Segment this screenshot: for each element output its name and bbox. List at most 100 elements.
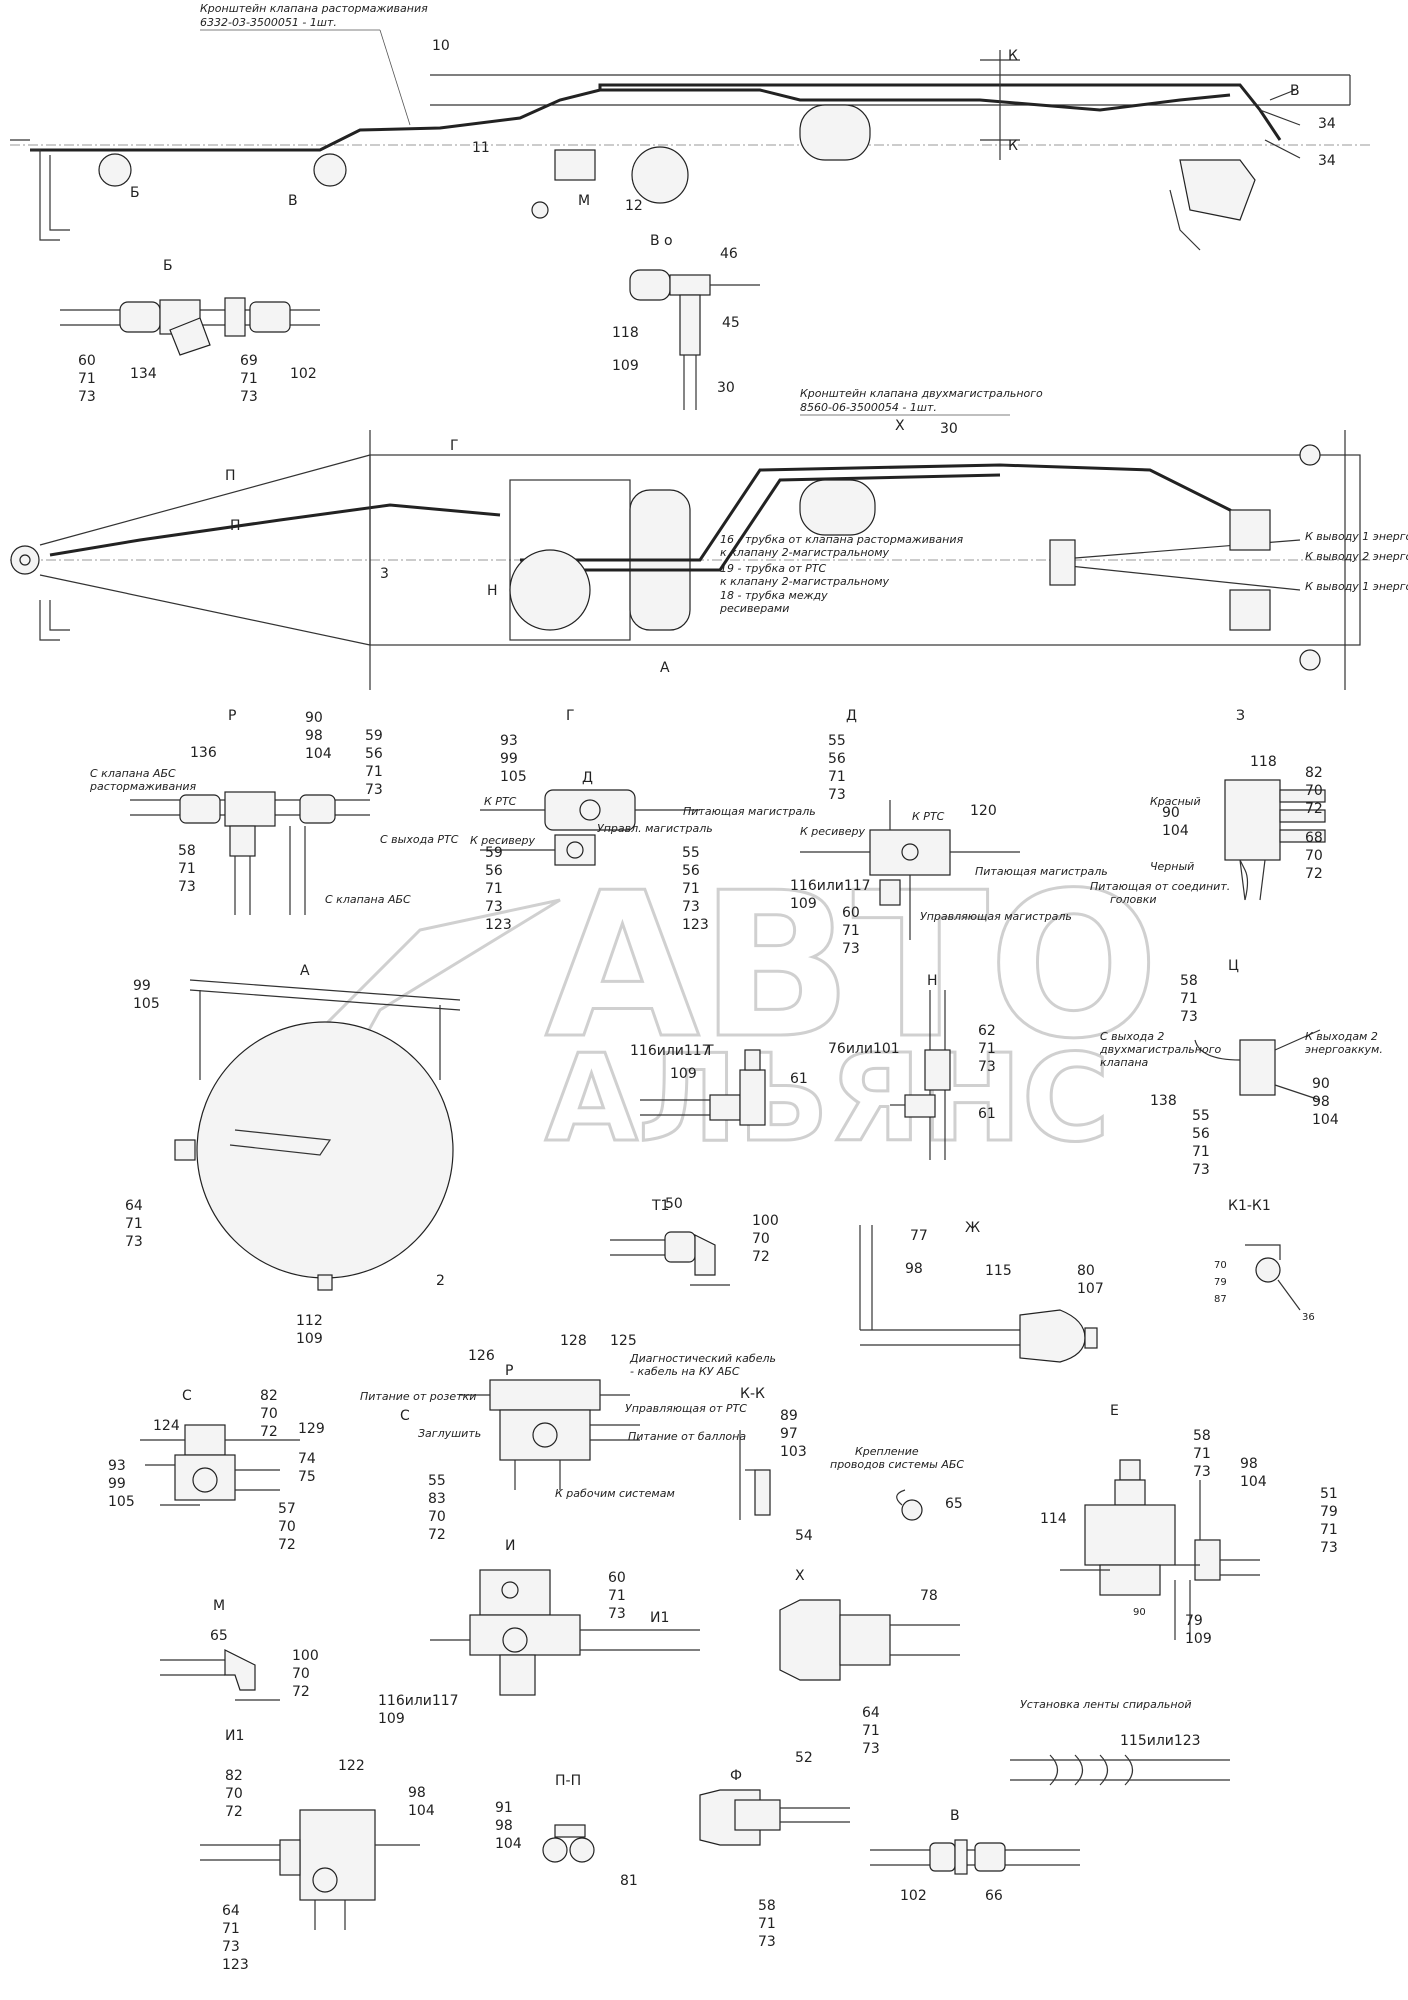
view-t1-drawing	[610, 1231, 730, 1286]
ts-label-58: 58	[1180, 973, 1198, 989]
r-label-73: 73	[365, 782, 383, 798]
g-label-71b: 71	[682, 881, 700, 897]
ts-label-73b: 73	[1192, 1162, 1210, 1178]
i1-label-73: 73	[222, 1939, 240, 1955]
d-label-56: 56	[828, 751, 846, 767]
view-n-drawing	[890, 990, 951, 1160]
i1-label-104: 104	[408, 1803, 435, 1819]
d-label-73: 73	[828, 787, 846, 803]
r2-plug: Заглушить	[418, 1427, 481, 1440]
vo-label-109: 109	[612, 358, 639, 374]
a-label-2: 2	[436, 1273, 445, 1289]
r-label-71: 71	[365, 764, 383, 780]
t1-label-72: 72	[752, 1249, 770, 1265]
r-label-59: 59	[365, 728, 383, 744]
abs-wires-note-b: проводов системы АБС	[830, 1458, 964, 1471]
view-k1k1-caption: К1-К1	[1228, 1198, 1271, 1214]
watermark: АВТО АЛЬЯНС	[246, 849, 1160, 1171]
view-v-arrow: В	[1290, 83, 1300, 99]
d-label-60: 60	[842, 905, 860, 921]
g-to-receiver: К ресиверу	[470, 834, 535, 847]
zh-label-115: 115	[985, 1263, 1012, 1279]
view-g-drawing	[480, 789, 700, 866]
i1-label-71: 71	[222, 1921, 240, 1937]
s-label-57: 57	[278, 1501, 296, 1517]
r2-label-128: 128	[560, 1333, 587, 1349]
t1-label-100: 100	[752, 1213, 779, 1229]
view-i1-caption: И1	[225, 1728, 244, 1744]
view-e-drawing	[1060, 1459, 1260, 1640]
abs-label-65: 65	[945, 1496, 963, 1512]
g-label-123b: 123	[682, 917, 709, 933]
r-label-71b: 71	[178, 861, 196, 877]
pp-label-81: 81	[620, 1873, 638, 1889]
d-supply: Питающая магистраль	[975, 865, 1108, 878]
plan-view-p-2: П	[230, 518, 241, 534]
view-kh-caption: Х	[795, 1568, 805, 1584]
zh-label-80: 80	[1077, 1263, 1095, 1279]
label-34-a: 34	[1318, 116, 1336, 132]
e-label-58: 58	[1193, 1428, 1211, 1444]
to-output1-note: К выводу 1 энергоаккум.	[1305, 530, 1408, 543]
d-label-73b: 73	[842, 941, 860, 957]
e-label-104: 104	[1240, 1474, 1267, 1490]
f-label-73: 73	[758, 1934, 776, 1950]
d-control: Управляющая магистраль	[920, 910, 1072, 923]
g-control: Управл. магистраль	[597, 822, 713, 835]
r-from-abs-b: растормаживания	[89, 780, 197, 793]
e-label-51: 51	[1320, 1486, 1338, 1502]
to-output2-note: К выводу 2 энергоаккум.	[1305, 550, 1408, 563]
e-label-98: 98	[1240, 1456, 1258, 1472]
view-i-drawing	[430, 1569, 700, 1696]
d-label-55: 55	[828, 733, 846, 749]
n-label-76: 76или101	[828, 1041, 900, 1057]
view-ts-caption: Ц	[1228, 958, 1239, 974]
d-label-116: 116или117	[790, 878, 871, 894]
b-label-71: 71	[78, 371, 96, 387]
v-label-102: 102	[900, 1888, 927, 1904]
view-b-drawing	[60, 297, 320, 356]
e-label-79: 79	[1320, 1504, 1338, 1520]
g-to-rts: К РТС	[484, 795, 517, 808]
r-from-rts: С выхода РТС	[380, 833, 459, 846]
m-label-72: 72	[292, 1684, 310, 1700]
ts-to: К выходам 2	[1305, 1030, 1378, 1043]
view-kk-caption: К-К	[740, 1386, 765, 1402]
t-label-109: 109	[670, 1066, 697, 1082]
ts-label-71: 71	[1180, 991, 1198, 1007]
r-label-104: 104	[305, 746, 332, 762]
r-label-73b: 73	[178, 879, 196, 895]
ts-label-71b: 71	[1192, 1144, 1210, 1160]
g-label-73b: 73	[682, 899, 700, 915]
b-label-71b: 71	[240, 371, 258, 387]
g-supply: Питающая магистраль	[683, 805, 816, 818]
s-label-93: 93	[108, 1458, 126, 1474]
t-label-116: 116или117	[630, 1043, 711, 1059]
a-label-112: 112	[296, 1313, 323, 1329]
i-label-116: 116или117	[378, 1693, 459, 1709]
s-label-74: 74	[298, 1451, 316, 1467]
plan-view-three: 3	[380, 566, 389, 582]
r2-work: К рабочим системам	[555, 1487, 675, 1500]
view-vo-drawing	[629, 269, 760, 410]
s-label-72: 72	[260, 1424, 278, 1440]
s-label-82: 82	[260, 1388, 278, 1404]
e-label-71b: 71	[1320, 1522, 1338, 1538]
s-label-99: 99	[108, 1476, 126, 1492]
f-label-58: 58	[758, 1898, 776, 1914]
t1-label-50: 50	[665, 1196, 683, 1212]
b-label-60: 60	[78, 353, 96, 369]
r-label-98: 98	[305, 728, 323, 744]
zh-label-98: 98	[905, 1261, 923, 1277]
s-label-72b: 72	[278, 1537, 296, 1553]
view-n-caption: Н	[927, 973, 938, 989]
view-d-caption: Д	[846, 708, 857, 724]
r2-tank: Питание от баллона	[628, 1430, 746, 1443]
s-label-75: 75	[298, 1469, 316, 1485]
kk-label-89: 89	[780, 1408, 798, 1424]
view-s-caption: С	[182, 1388, 192, 1404]
n-label-71: 71	[978, 1041, 996, 1057]
d-to-rts: К РТС	[912, 810, 945, 823]
kk-label-54: 54	[795, 1528, 813, 1544]
view-d-drawing	[800, 800, 1020, 940]
